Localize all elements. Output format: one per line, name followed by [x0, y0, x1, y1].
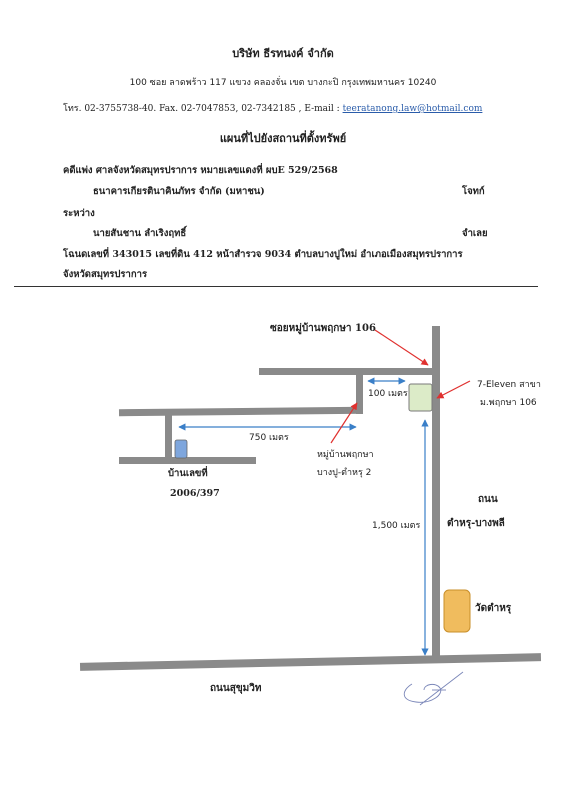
- distance-100-label: 100 เมตร: [368, 389, 408, 399]
- road-label-line2: ตำหรุ-บางพลี: [447, 518, 505, 529]
- road-tamru-bangphli: [432, 326, 440, 662]
- soi-pointer-arrow: [374, 329, 429, 366]
- seven-eleven-marker: [408, 383, 433, 412]
- road-sukhumvit: [79, 653, 542, 671]
- house-number: 2006/397: [170, 488, 220, 499]
- village-label-line1: หมู่บ้านพฤกษา: [317, 450, 374, 460]
- north-arrow-scribble: [403, 671, 464, 706]
- house-label: บ้านเลขที่: [168, 468, 208, 479]
- deed-line-2: จังหวัดสมุทรปราการ: [63, 269, 148, 280]
- company-address: 100 ซอย ลาดพร้าว 117 แขวง คลองจั่น เขต บ…: [129, 78, 437, 88]
- company-contact: โทร. 02-3755738-40. Fax. 02-7047853, 02-…: [63, 101, 482, 115]
- road-village-main: [118, 406, 364, 417]
- company-name: บริษัท ธีรทนงค์ จำกัด: [232, 47, 334, 60]
- deed-line-1: โฉนดเลขที่ 343015 เลขที่ดิน 412 หน้าสำรว…: [63, 249, 463, 260]
- email-link[interactable]: teeratanong.law@hotmail.com: [342, 104, 483, 114]
- section-divider: [14, 286, 538, 287]
- defendant-name: นายสันชาน ลำเริงฤทธิ์: [93, 228, 187, 239]
- village-label-line2: บางปู-ตำหรุ 2: [317, 468, 372, 478]
- contact-text: โทร. 02-3755738-40. Fax. 02-7047853, 02-…: [63, 104, 343, 114]
- seven-eleven-label-line1: 7-Eleven สาขา: [477, 380, 541, 390]
- distance-1500-label: 1,500 เมตร: [372, 521, 421, 531]
- road-village-connector: [356, 372, 363, 414]
- road-soi-pruksa-106: [259, 368, 440, 375]
- distance-750-label: 750 เมตร: [249, 433, 289, 443]
- temple-marker: [443, 589, 471, 633]
- road-house-street: [119, 457, 256, 464]
- road-label-line1: ถนน: [478, 494, 498, 505]
- defendant-role: จำเลย: [462, 228, 488, 239]
- plaintiff-role: โจทก์: [462, 186, 485, 197]
- temple-label: วัดตำหรุ: [475, 603, 512, 614]
- case-line: คดีแพ่ง ศาลจังหวัดสมุทรปราการ หมายเลขแดง…: [63, 165, 338, 176]
- seven-eleven-label-line2: ม.พฤกษา 106: [480, 398, 537, 408]
- village-pointer-arrow: [330, 402, 358, 444]
- plaintiff-name: ธนาคารเกียรตินาคินภัทร จำกัด (มหาชน): [93, 186, 265, 197]
- seven-eleven-pointer-arrow: [436, 380, 471, 399]
- soi-label: ซอยหมู่บ้านพฤกษา 106: [270, 323, 376, 334]
- road-house-lane: [165, 412, 172, 461]
- house-marker: [174, 439, 188, 459]
- document-title: แผนที่ไปยังสถานที่ตั้งทรัพย์: [219, 132, 347, 145]
- between-label: ระหว่าง: [63, 208, 95, 219]
- sukhumvit-label: ถนนสุขุมวิท: [210, 683, 262, 694]
